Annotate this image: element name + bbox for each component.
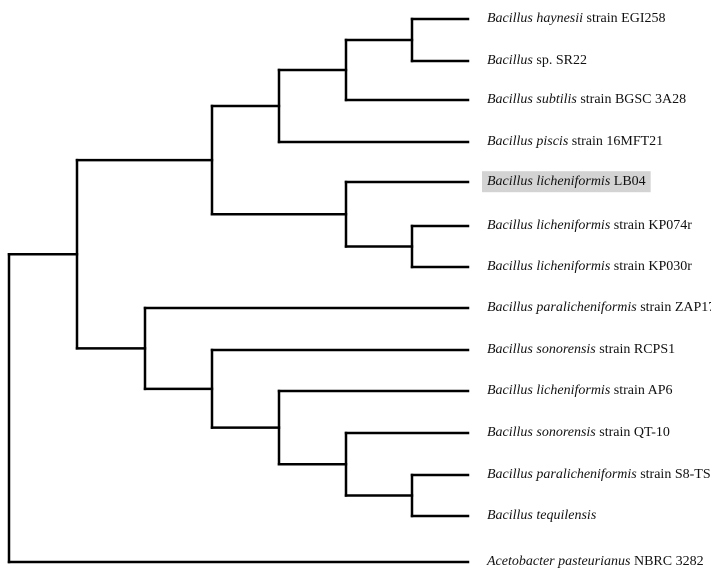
taxon-strain: LB04 (610, 174, 645, 189)
taxon-species-name: Bacillus sonorensis (487, 425, 596, 440)
tree-branches (7, 17, 470, 564)
taxon-species-name: Bacillus (487, 53, 533, 68)
highlight-box (482, 171, 651, 193)
taxon-label: Bacillus licheniformis LB04 (487, 174, 646, 189)
taxon-species-name: Bacillus sonorensis (487, 342, 596, 357)
taxon-label: Bacillus licheniformis strain KP074r (487, 218, 692, 233)
taxon-species-name: Bacillus tequilensis (487, 508, 597, 523)
taxon-species-name: Acetobacter pasteurianus (486, 554, 631, 569)
taxon-strain: strain AP6 (610, 383, 672, 398)
taxon-strain: strain 16MFT21 (568, 134, 663, 149)
taxon-label: Bacillus sp. SR22 (487, 53, 587, 68)
taxon-species-name: Bacillus licheniformis (487, 174, 611, 189)
taxon-species-name: Bacillus piscis (487, 134, 569, 149)
taxon-strain: sp. SR22 (533, 53, 587, 68)
taxon-label: Acetobacter pasteurianus NBRC 3282 (486, 554, 704, 569)
taxon-label: Bacillus tequilensis (487, 508, 597, 523)
taxon-labels: Bacillus haynesii strain EGI258Bacillus … (482, 11, 711, 569)
taxon-label: Bacillus piscis strain 16MFT21 (487, 134, 663, 149)
taxon-species-name: Bacillus licheniformis (487, 383, 611, 398)
taxon-label: Bacillus subtilis strain BGSC 3A28 (487, 92, 686, 107)
taxon-species-name: Bacillus haynesii (487, 11, 583, 26)
taxon-label: Bacillus sonorensis strain RCPS1 (487, 342, 675, 357)
taxon-species-name: Bacillus paralicheniformis (487, 300, 637, 315)
taxon-strain: strain S8-TSB-4 (637, 467, 711, 482)
taxon-strain: strain KP074r (610, 218, 692, 233)
taxon-species-name: Bacillus subtilis (487, 92, 577, 107)
taxon-species-name: Bacillus licheniformis (487, 218, 611, 233)
taxon-strain: strain ZAP17 (637, 300, 711, 315)
taxon-strain: strain BGSC 3A28 (577, 92, 686, 107)
taxon-strain: strain KP030r (610, 259, 692, 274)
taxon-strain: strain QT-10 (596, 425, 670, 440)
taxon-strain: strain RCPS1 (596, 342, 675, 357)
taxon-label: Bacillus licheniformis strain AP6 (487, 383, 673, 398)
taxon-label: Bacillus paralicheniformis strain ZAP17 (487, 300, 711, 315)
taxon-strain: strain EGI258 (583, 11, 665, 26)
taxon-label: Bacillus paralicheniformis strain S8-TSB… (487, 467, 711, 482)
taxon-species-name: Bacillus licheniformis (487, 259, 611, 274)
taxon-label: Bacillus licheniformis strain KP030r (487, 259, 692, 274)
taxon-label: Bacillus haynesii strain EGI258 (487, 11, 665, 26)
taxon-label: Bacillus sonorensis strain QT-10 (487, 425, 670, 440)
taxon-species-name: Bacillus paralicheniformis (487, 467, 637, 482)
taxon-strain: NBRC 3282 (630, 554, 703, 569)
